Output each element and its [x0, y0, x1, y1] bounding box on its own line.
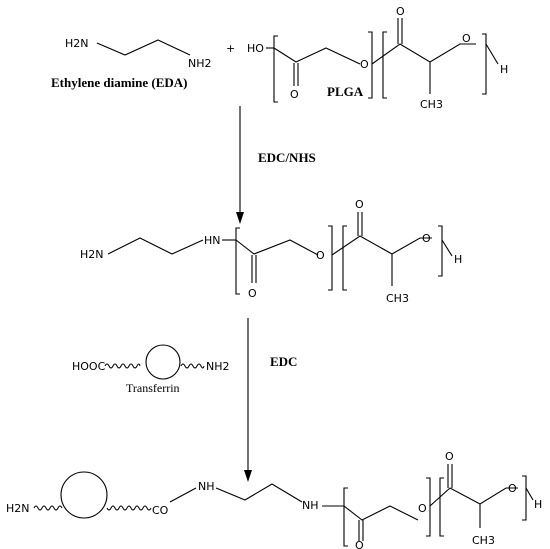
bond — [441, 239, 453, 257]
arrow-head — [236, 212, 244, 224]
amine-group: H2N — [6, 502, 30, 515]
transferrin-protein — [145, 344, 181, 380]
carbonyl-oxygen: O — [248, 287, 257, 300]
transferrin-reagent: HOOC NH2 Transferrin — [72, 344, 230, 395]
carbonyl-oxygen: O — [355, 539, 364, 549]
wavy-linker — [180, 363, 205, 369]
plus-sign: + — [226, 42, 235, 55]
carbonyl-oxygen: O — [445, 450, 454, 463]
transferrin-amine: NH2 — [206, 360, 230, 373]
bracket-close — [438, 225, 443, 277]
bracket-close — [368, 31, 373, 99]
ester-oxygen: O — [360, 58, 369, 71]
terminal-hydrogen: H — [500, 63, 508, 76]
amide-nh: NH — [302, 499, 319, 512]
methyl-group: CH3 — [472, 534, 495, 547]
bracket-open — [235, 227, 240, 295]
eda-right-amine: NH2 — [188, 57, 212, 70]
plga-reactant: HO O PLGA O O CH3 O H — [247, 5, 508, 111]
bracket-close — [426, 477, 431, 537]
bond — [485, 43, 499, 65]
glycolide-chain — [235, 239, 319, 256]
bracket-open — [382, 31, 387, 99]
carbonyl-oxygen: O — [396, 5, 405, 18]
eda-molecule: H2N NH2 Ethylene diamine (EDA) — [51, 37, 212, 90]
methyl-group: CH3 — [420, 98, 443, 111]
step2-reagent: EDC — [270, 354, 297, 369]
bracket-close — [328, 225, 333, 291]
wavy-linker — [33, 505, 63, 511]
amine-group: H2N — [80, 248, 104, 261]
glycolide-chain — [343, 505, 419, 521]
eda-backbone — [96, 39, 191, 56]
step1-arrow: EDC/NHS — [236, 106, 316, 224]
transferrin-protein — [60, 471, 108, 519]
terminal-hydrogen: H — [534, 498, 542, 511]
eda-left-amine: H2N — [65, 37, 89, 50]
arrow-head — [244, 470, 252, 482]
bracket-open — [343, 487, 348, 547]
ester-oxygen: O — [422, 232, 431, 245]
hydroxyl-ho: HO — [247, 42, 264, 55]
glycolide-chain — [273, 47, 361, 65]
transferrin-carboxyl: HOOC — [72, 360, 106, 373]
step1-reagent: EDC/NHS — [258, 150, 316, 165]
terminal-hydrogen: H — [454, 253, 462, 266]
bond — [525, 487, 534, 501]
lactide-chain — [331, 235, 432, 256]
transferrin-eda-plga-product: H2N CO NH NH O O O CH3 O H — [6, 450, 542, 549]
transferrin-caption: Transferrin — [126, 381, 180, 395]
bracket-open — [342, 225, 347, 291]
bracket-close — [482, 33, 487, 95]
amide-nh: HN — [204, 234, 221, 247]
methyl-group: CH3 — [386, 292, 409, 305]
ethylene-chain — [107, 237, 204, 255]
wavy-linker — [106, 505, 152, 511]
carbonyl-oxygen: O — [355, 198, 364, 211]
lactide-chain — [429, 487, 518, 507]
ester-oxygen: O — [462, 32, 471, 45]
bracket-open — [439, 477, 444, 537]
amide-nh: NH — [198, 480, 215, 493]
bracket-close — [522, 475, 527, 521]
carbonyl-oxygen: O — [290, 88, 299, 101]
step2-arrow: EDC — [244, 318, 297, 482]
ester-oxygen: O — [508, 482, 517, 495]
bond — [169, 487, 197, 503]
bracket-open — [273, 35, 278, 103]
wavy-linker — [104, 363, 141, 369]
ester-oxygen: O — [418, 502, 427, 515]
plga-label: PLGA — [327, 84, 364, 99]
amide-carbonyl: CO — [152, 504, 169, 517]
ester-oxygen: O — [316, 249, 325, 262]
eda-plga-conjugate: H2N HN O O O CH3 O H — [80, 198, 462, 305]
lactide-chain — [371, 43, 476, 65]
ethylene-chain — [215, 483, 303, 503]
eda-caption: Ethylene diamine (EDA) — [51, 75, 188, 90]
